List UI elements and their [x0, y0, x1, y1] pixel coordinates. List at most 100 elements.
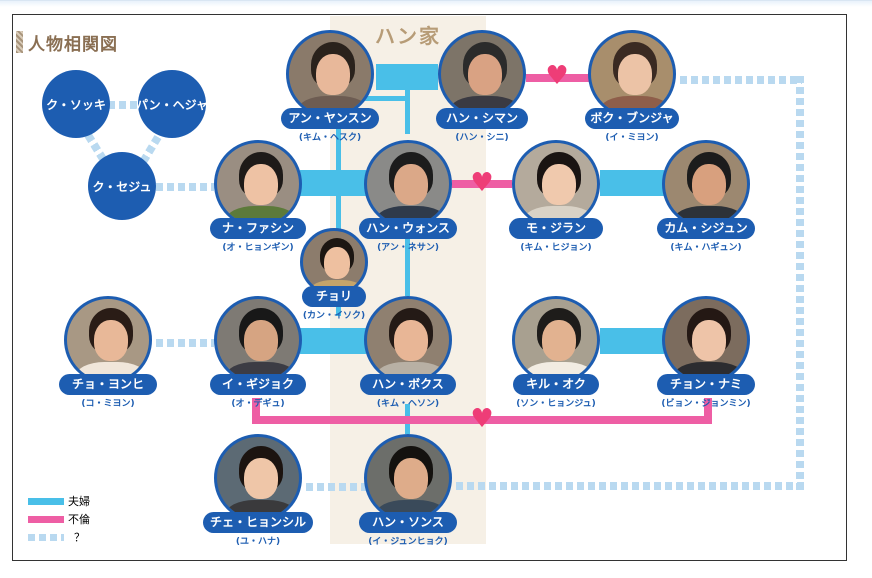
portrait-chon-nami[interactable] — [662, 296, 750, 384]
marriage-fashin-wonsu — [300, 170, 366, 196]
name-label-chori: チョリ — [302, 286, 366, 307]
name-label-han-wonsu: ハン・ウォンス — [359, 218, 457, 239]
actor-label-kam-shijun: (キム・ハギュン) — [670, 243, 742, 253]
portrait-face — [244, 164, 278, 205]
diagram-title: 人物相関図 — [16, 30, 118, 55]
portrait-face — [394, 164, 428, 205]
portrait-face — [394, 320, 428, 361]
portrait-mo-jiran[interactable] — [512, 140, 600, 228]
branch-parents-left — [336, 96, 410, 101]
portrait-han-shiman[interactable] — [438, 30, 526, 118]
actor-label-na-fashin: (オ・ヒョンギン) — [222, 243, 294, 253]
portrait-han-sonsu[interactable] — [364, 434, 452, 522]
portrait-face — [394, 458, 428, 499]
diagram-title-text: 人物相関図 — [28, 34, 118, 55]
name-label-han-bokusu: ハン・ボクス — [360, 374, 456, 395]
portrait-kiru-oku[interactable] — [512, 296, 600, 384]
name-label-bok-bunja: ボク・ブンジャ — [585, 108, 679, 129]
actor-label-han-wonsu: (アン・ネサン) — [377, 243, 439, 253]
character-ku-seju[interactable]: ク・セジュ — [88, 152, 156, 220]
legend-item-married: 夫婦 — [28, 492, 90, 510]
portrait-face — [468, 54, 502, 95]
actor-label-kiru-oku: (ソン・ヒョンジュ) — [516, 399, 596, 409]
character-ku-sokki[interactable]: ク・ソッキ — [42, 70, 110, 138]
portrait-ahn-yanson[interactable] — [286, 30, 374, 118]
heart-icon: ♥ — [470, 404, 494, 434]
affair-wonsu-jiran — [452, 180, 512, 188]
portrait-face — [324, 247, 350, 279]
branch-parents-down — [336, 96, 341, 316]
legend-item-unknown: ？ — [28, 528, 90, 546]
top-bar — [0, 0, 872, 7]
portrait-che-hyonshiru[interactable] — [214, 434, 302, 522]
heart-icon: ♥ — [545, 61, 569, 91]
portrait-cho-yonhi[interactable] — [64, 296, 152, 384]
portrait-face — [692, 320, 726, 361]
legend-label: 不倫 — [68, 513, 90, 526]
marriage-jiran-shijun — [600, 170, 664, 196]
actor-label-che-hyonshiru: (ユ・ハナ) — [235, 537, 281, 547]
portrait-i-gijoku[interactable] — [214, 296, 302, 384]
portrait-face — [244, 320, 278, 361]
legend-label: 夫婦 — [68, 495, 90, 508]
name-label-i-gijoku: イ・ギジョク — [210, 374, 306, 395]
link-bunja-loop-top — [680, 76, 802, 84]
name-label-che-hyonshiru: チェ・ヒョンシル — [203, 512, 313, 533]
heart-icon: ♥ — [470, 168, 494, 198]
name-label-kam-shijun: カム・シジュン — [657, 218, 755, 239]
portrait-face — [244, 458, 278, 499]
legend: 夫婦 不倫 ？ — [28, 492, 90, 546]
name-label-chon-nami: チョン・ナミ — [657, 374, 755, 395]
portrait-han-bokusu[interactable] — [364, 296, 452, 384]
portrait-face — [618, 54, 652, 95]
portrait-kam-shijun[interactable] — [662, 140, 750, 228]
actor-label-cho-yonhi: (コ・ミヨン) — [81, 399, 135, 409]
affair-gijoku-vertical — [252, 398, 260, 424]
link-hyonshiru-sonsu — [306, 483, 366, 491]
legend-swatch-unknown — [28, 533, 64, 541]
name-label-cho-yonhi: チョ・ヨンヒ — [59, 374, 157, 395]
actor-label-bok-bunja: (イ・ミヨン) — [605, 133, 659, 143]
portrait-face — [542, 164, 576, 205]
portrait-han-wonsu[interactable] — [364, 140, 452, 228]
portrait-face — [94, 320, 128, 361]
link-loop-bottom — [456, 482, 804, 490]
marriage-gijoku-bokusu — [300, 328, 366, 354]
legend-swatch-affair — [28, 515, 64, 523]
actor-label-chon-nami: (ビョン・ジョンミン) — [661, 399, 751, 409]
affair-shiman-bunja — [526, 74, 592, 82]
affair-gijoku-nami — [252, 416, 712, 424]
name-label-han-shiman: ハン・シマン — [436, 108, 528, 129]
portrait-na-fashin[interactable] — [214, 140, 302, 228]
actor-label-chori: (カン・イソク) — [302, 311, 366, 321]
stem-wonsu-bokusu — [405, 236, 410, 296]
portrait-face — [692, 164, 726, 205]
portrait-bok-bunja[interactable] — [588, 30, 676, 118]
legend-item-affair: 不倫 — [28, 510, 90, 528]
actor-label-han-shiman: (ハン・シニ) — [455, 133, 509, 143]
name-label-ahn-yanson: アン・ヤンスン — [281, 108, 379, 129]
link-sokki-panheja — [108, 101, 144, 109]
affair-nami-vertical — [704, 398, 712, 424]
legend-label: ？ — [74, 531, 85, 544]
actor-label-han-bokusu: (キム・ヘソン) — [376, 399, 440, 409]
link-yonhi-gijoku — [156, 339, 214, 347]
legend-swatch-married — [28, 497, 64, 505]
actor-label-ahn-yanson: (キム・ヘスク) — [298, 133, 362, 143]
name-label-han-sonsu: ハン・ソンス — [359, 512, 457, 533]
stem-parents — [405, 88, 410, 134]
han-family-label: ハン家 — [375, 24, 441, 48]
name-label-na-fashin: ナ・ファシン — [210, 218, 306, 239]
title-stripe — [16, 31, 23, 53]
portrait-face — [542, 320, 576, 361]
link-seju-fashin — [156, 183, 214, 191]
actor-label-i-gijoku: (オ・デギュ) — [231, 399, 285, 409]
name-label-mo-jiran: モ・ジラン — [509, 218, 603, 239]
portrait-face — [316, 54, 350, 95]
actor-label-han-sonsu: (イ・ジュンヒョク) — [368, 537, 448, 547]
link-loop-right — [796, 76, 804, 490]
name-label-kiru-oku: キル・オク — [513, 374, 599, 395]
character-pan-heja[interactable]: パン・ヘジャ — [136, 70, 208, 138]
marriage-yanson-shiman — [376, 64, 438, 90]
actor-label-mo-jiran: (キム・ヒジョン) — [520, 243, 592, 253]
